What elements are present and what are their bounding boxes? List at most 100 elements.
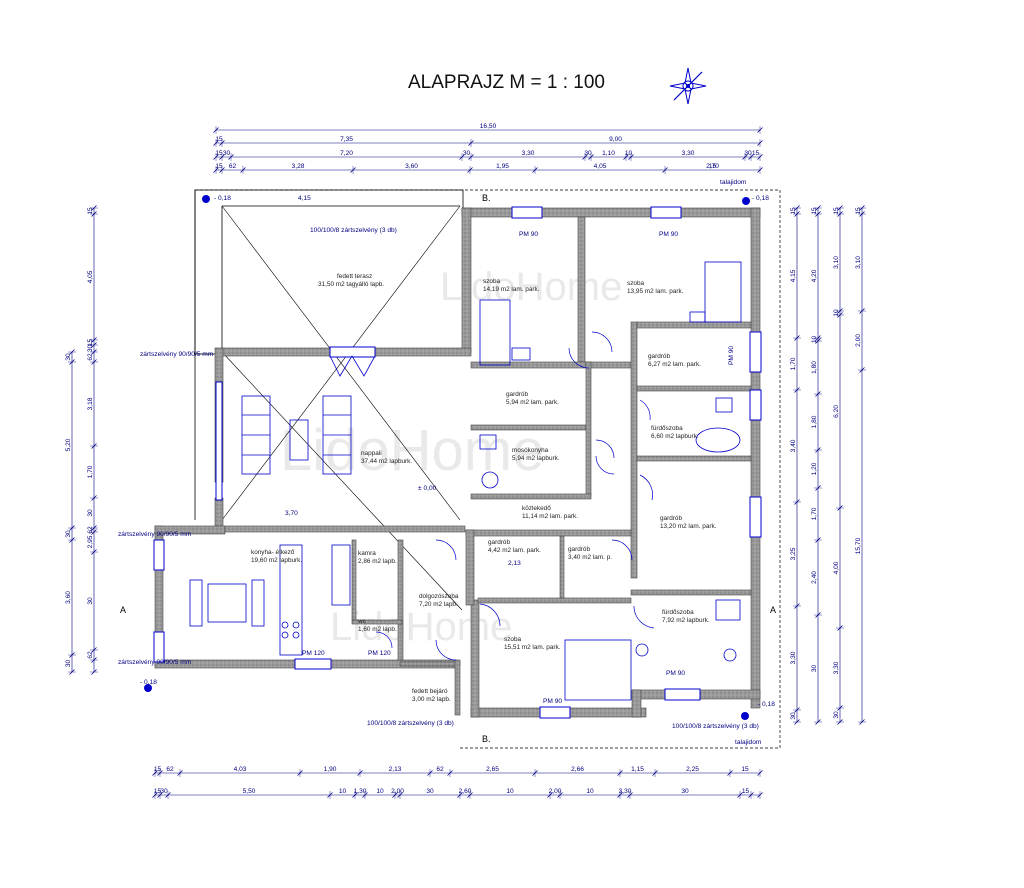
room-name: fürdőszoba (651, 425, 683, 432)
dimension-value: 1,15 (631, 766, 644, 773)
dimension-value: 1,80 (811, 415, 818, 428)
room-area: 7,20 m2 lapb. (419, 601, 458, 608)
room-area: 2,86 m2 lapb. (358, 558, 397, 565)
dimension-value: 3,60 (405, 163, 418, 170)
room-area: 19,60 m2 lapburk. (251, 557, 302, 564)
column-markers (144, 195, 750, 720)
room-name: mosókonyha (512, 447, 549, 454)
dimension-value: 10 (339, 788, 347, 795)
dimension-value: 1,70 (811, 507, 818, 520)
dimension-value: 10 (506, 788, 514, 795)
bottom-note-2: 100/100/8 zártszelvény (3 db) (672, 723, 759, 730)
dimension-value: 2,40 (811, 571, 818, 584)
dimension-label: 2,13 (508, 560, 521, 567)
dimension-value: 3,30 (682, 150, 695, 157)
dimension-value: 62 (87, 526, 94, 534)
room-area: 1,60 m2 lapb. (358, 626, 397, 633)
dimension-value: 30 (744, 150, 752, 157)
room-area: 4,42 m2 lam. park. (488, 547, 541, 554)
door-labels: PM 90 PM 90 PM 120 PM 120 PM 90 PM 90 PM… (302, 231, 735, 705)
dimension-value: 30 (223, 150, 231, 157)
dimension-value: 1,30 (354, 788, 367, 795)
dimension-value: 1,95 (496, 163, 509, 170)
dimension-value: 3,40 (790, 439, 797, 452)
room-area: 13,20 m2 lam. park. (660, 523, 717, 530)
room-area: 11,14 m2 lam. park. (522, 513, 578, 520)
dimension-value: 15 (154, 788, 162, 795)
level-mark: ± 0,00 (418, 485, 437, 492)
room-labels: fedett terasz 31,50 m2 tagyálló lapb. na… (251, 273, 717, 703)
room-name: közlekedő (522, 505, 551, 512)
room-name: kamra (358, 550, 376, 557)
annotations: 100/100/8 zártszelvény (3 db) 100/100/8 … (118, 179, 776, 746)
dimension-value: 30 (87, 345, 94, 353)
talaj-bottom: talajidom (735, 739, 762, 746)
level-mark: - 0,18 (140, 679, 157, 686)
dimension-value: 15 (215, 163, 223, 170)
dimension-value: 15 (855, 207, 862, 215)
dimension-value: 30 (790, 712, 797, 720)
door-label: PM 120 (368, 650, 391, 657)
dimension-value: 2,65 (486, 766, 499, 773)
dimension-value: 30 (160, 788, 168, 795)
door-label: PM 90 (728, 346, 735, 365)
level-mark: - 0,18 (214, 195, 231, 202)
dimension-value: 3,25 (790, 547, 797, 560)
dimension-value: 2,00 (391, 788, 404, 795)
dimension-value: 30 (65, 660, 72, 668)
steel-note: zártszelvény 90/90/5 mm (118, 659, 192, 666)
furniture (189, 261, 742, 701)
dimension-value: 30 (681, 788, 689, 795)
dimension-value: 16,50 (480, 123, 497, 130)
dimension-value: 9,00 (609, 136, 622, 143)
room-area: 6,60 m2 lapburk. (651, 433, 699, 440)
dimension-value: 2,60 (459, 788, 472, 795)
dimension-value: 3,30 (522, 150, 535, 157)
room-name: fürdőszoba (662, 609, 694, 616)
room-name: gardrób (506, 391, 528, 398)
dimension-value: 5,20 (65, 438, 72, 451)
dimension-value: 3,60 (65, 591, 72, 604)
door-label: PM 90 (543, 698, 562, 705)
dimension-value: 1,90 (324, 766, 337, 773)
door-label: PM 90 (659, 231, 678, 238)
dimension-value: 4,05 (594, 163, 607, 170)
dimension-value: 2,25 (686, 766, 699, 773)
dimension-value: 15 (87, 339, 94, 347)
room-name: gardrób (568, 546, 590, 553)
dimension-value: 6,20 (833, 405, 840, 418)
dimension-value: 1,10 (602, 150, 615, 157)
door-label: PM 120 (302, 650, 325, 657)
room-name: konyha- étkező (251, 549, 295, 556)
room-name: fedett bejáró (412, 688, 448, 695)
dimension-value: 62 (87, 651, 94, 659)
dimension-value: 62 (87, 353, 94, 361)
room-name: nappali (361, 450, 382, 457)
dimension-value: 30 (65, 353, 72, 361)
talaj-top: talajidom (720, 179, 747, 186)
dimension-value: 62 (166, 766, 174, 773)
dimension-value: 15 (215, 150, 223, 157)
door-label: PM 90 (519, 231, 538, 238)
room-area: 5,94 m2 lam. park. (506, 399, 559, 406)
section-marker: B. (482, 193, 491, 203)
dimension-value: 10 (586, 788, 594, 795)
section-marker: A (770, 605, 776, 615)
dimension-value: 30 (833, 711, 840, 719)
room-name: gardrób (660, 515, 682, 522)
dimension-value: 4,00 (833, 561, 840, 574)
dimension-value: 15 (709, 163, 717, 170)
compass-rose-icon (669, 67, 707, 105)
dimension-value: 30 (87, 597, 94, 605)
dimension-value: 15 (811, 207, 818, 215)
room-area: 15,51 m2 lam. park. (504, 644, 561, 651)
dimension-value: 4,03 (234, 766, 247, 773)
dimension-value: 3,30 (833, 661, 840, 674)
dimension-value: 15,70 (855, 537, 862, 554)
dimension-value: 2,13 (389, 766, 402, 773)
door-swings (375, 331, 655, 661)
dimension-value: 62 (436, 766, 444, 773)
terrace-note: 100/100/8 zártszelvény (3 db) (310, 227, 397, 234)
